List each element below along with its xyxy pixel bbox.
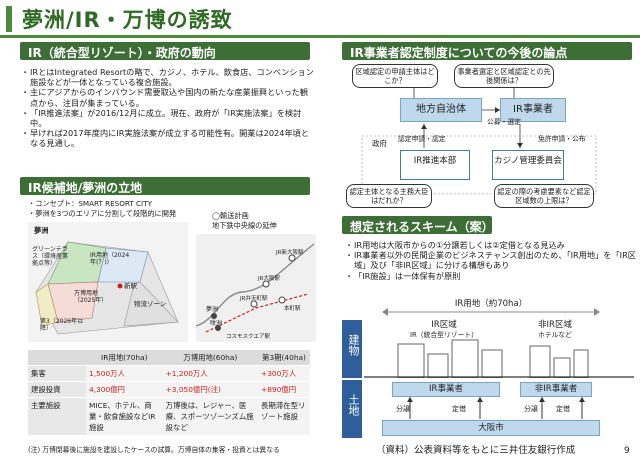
bullet-item: IRとはIntegrated Resortの略で、カジノ、ホテル、飲食店、コンベ… xyxy=(21,67,314,87)
bullet-item: IR用地は大阪市からの①分譲若しくは②定借となる見込み xyxy=(345,240,638,250)
map-label-logistics: 物流ゾーン xyxy=(134,300,167,308)
rail-map-graphic xyxy=(196,243,315,333)
table-row: 主要施設 MICE、ホテル、商業・飲食施設などIR施設 万博後は、レジャー、医療… xyxy=(28,397,310,436)
table-cell: MICE、ホテル、商業・飲食施設などIR施設 xyxy=(86,397,163,436)
transport-title: ◯輸送計画 xyxy=(212,211,249,220)
section-scheme-header: 想定されるスキーム（案） xyxy=(342,216,494,234)
yumeshima-site-map: 夢洲 グリーンテラス（環境産業拠点等） IR用地（2024年(？)） 万博用地（… xyxy=(28,222,188,342)
table-cell: 1,500万人 xyxy=(86,365,163,382)
bullet-item: IR事業者以外の民間企業のビジネスチャンス創出のため、「IR用地」を「IR区域」… xyxy=(345,250,638,270)
hotel-label: ホテルなど xyxy=(538,331,572,339)
title-accent xyxy=(6,6,12,32)
public-selection-label: 公募・選定 xyxy=(487,118,521,126)
rail-label-benten: JR弁天町駅 xyxy=(240,296,268,302)
map-label-zone3: 第3（2026年以降） xyxy=(40,318,84,332)
lease-label-1: 定借 xyxy=(452,405,466,413)
ir-headquarters-box: IR推進本部 xyxy=(400,150,470,180)
section-ir-policy-header: IR（統合型リゾート）・政府の動向 xyxy=(20,42,310,60)
table-cell: +1,200万人 xyxy=(162,365,258,382)
table-cell: +300万人 xyxy=(258,365,310,382)
transaction-arrows xyxy=(407,397,585,419)
ir-zone-label: IR区域 xyxy=(431,320,457,330)
concept-text: ・コンセプト：SMART RESORT CITY xyxy=(28,199,152,208)
question-criteria: 認定の際の考慮要素など認定区域数の上限は？ xyxy=(494,184,594,208)
bullet-item: 主にアジアからのインバウンド需要取込や国内の新たな産業振興といった観点から、注目… xyxy=(21,87,314,107)
table-row-label: 主要施設 xyxy=(28,397,86,436)
table-cell: 長期滞在型リゾート施設 xyxy=(258,397,310,436)
rail-label-shinosaka: JR新大阪駅 xyxy=(276,250,304,256)
table-cell: +890億円 xyxy=(258,381,310,398)
table-row-label: 集客 xyxy=(28,365,86,382)
section-location-header: IR候補地/夢洲の立地 xyxy=(20,177,310,195)
government-label: 政府 xyxy=(372,139,387,148)
ir-zone-sub-label: IR（統合型リゾート） xyxy=(410,331,478,339)
map-label-ir-area: IR用地（2024年(？)） xyxy=(90,252,130,266)
site-plan-table: IR用地(70ha) 万博用地(60ha) 第3期(40ha) 集客 1,500… xyxy=(28,350,310,436)
ir-operator-box: IR事業者 xyxy=(500,98,566,122)
ir-operator-scheme-box: IR事業者 xyxy=(392,382,500,397)
question-order: 事業者選定と区域認定との先後関係は？ xyxy=(454,64,554,88)
ir-policy-bullets: IRとはIntegrated Resortの略で、カジノ、ホテル、飲食店、コンベ… xyxy=(21,67,314,149)
section-certification-header: IR事業者認定制度についての今後の論点 xyxy=(342,42,632,60)
bullet-item: 早ければ2017年度内にIR実施法案が成立する可能性有。開業は2024年頃となる… xyxy=(21,128,314,148)
table-row-label: 建設投資 xyxy=(28,381,86,398)
table-header-row: IR用地(70ha) 万博用地(60ha) 第3期(40ha) xyxy=(28,350,310,366)
license-label: 免許申請・公布 xyxy=(538,135,586,143)
land-band: 土地 xyxy=(342,380,362,438)
table-note: (注) 万博閉幕後に施設を建設したケースの試算。万博自体の集客・投資とは異なる xyxy=(28,446,280,454)
casino-commission-box: カジノ管理委員会 xyxy=(492,150,564,180)
sale-label-1: 分譲 xyxy=(396,405,410,413)
table-header: 万博用地(60ha) xyxy=(162,350,258,366)
table-header: 第3期(40ha) xyxy=(258,350,310,366)
table-row: 集客 1,500万人 +1,200万人 +300万人 xyxy=(28,365,310,382)
question-applicant: 区域認定の申請主体はどこか？ xyxy=(352,64,438,88)
rail-label-osaka: JR大阪駅 xyxy=(258,276,280,282)
application-label: 認定申請・認定 xyxy=(398,135,446,143)
bullet-item: 「IR施設」は一体保有が原則 xyxy=(345,271,638,281)
ir-land-arrow xyxy=(382,308,600,316)
building-band: 建物 xyxy=(342,320,362,378)
map-label-station: 新駅 xyxy=(124,282,137,290)
map-label-green-terrace: グリーンテラス（環境産業拠点等） xyxy=(32,246,69,267)
bullet-item: 「IR推進法案」が2016/12月に成立。現在、政府が「IR実施法案」を検討中。 xyxy=(21,108,314,128)
map-label-yumeshima: 夢洲 xyxy=(34,226,49,235)
table-cell: +3,050億円(注) xyxy=(162,381,258,398)
ir-land-label: IR用地（約70ha） xyxy=(454,299,528,309)
source-note: （資料）公表資料等をもとに三井住友銀行作成 xyxy=(376,445,576,456)
plan-text: ・夢洲を3つのエリアに分割して段階的に開発 xyxy=(28,209,177,218)
scheme-bullets: IR用地は大阪市からの①分譲若しくは②定借となる見込み IR事業者以外の民間企業… xyxy=(345,240,638,281)
table-cell: 4,300億円 xyxy=(86,381,163,398)
non-ir-zone-label: 非IR区域 xyxy=(538,320,572,330)
osaka-city-box: 大阪市 xyxy=(382,420,600,436)
lease-label-2: 定借 xyxy=(556,405,570,413)
sale-label-2: 分譲 xyxy=(524,405,538,413)
table-header xyxy=(28,350,86,366)
land-label: 土地 xyxy=(347,394,360,416)
transport-desc: 地下鉄中央線の延伸 xyxy=(212,221,277,230)
table-header: IR用地(70ha) xyxy=(86,350,163,366)
building-label: 建物 xyxy=(347,334,360,356)
rail-label-yumeshima: 夢洲 xyxy=(206,306,219,313)
buildings-graphic xyxy=(364,339,634,378)
rail-label-cosmo: コスモスクエア駅 xyxy=(226,334,271,340)
osaka-rail-map: 夢洲 咲洲 コスモスクエア駅 JR大阪駅 JR新大阪駅 JR弁天町駅 本町駅 xyxy=(196,234,316,342)
page-number: 9 xyxy=(624,446,630,456)
rail-label-honmachi: 本町駅 xyxy=(284,306,301,312)
question-minister: 認定主体となる主務大臣はだれか？ xyxy=(346,184,432,208)
site-map-graphic xyxy=(35,241,179,335)
page-title: 夢洲/IR・万博の誘致 xyxy=(22,8,233,32)
non-ir-operator-box: 非IR事業者 xyxy=(520,382,592,397)
title-underline xyxy=(0,35,640,38)
map-label-expo-area: 万博用地（2025年） xyxy=(74,290,108,304)
rail-label-sakishima: 咲洲 xyxy=(210,320,223,327)
table-cell: 万博後は、レジャー、医療、スポーツゾーンズム施設など xyxy=(162,397,258,436)
local-government-box: 地方自治体 xyxy=(400,98,482,122)
table-row: 建設投資 4,300億円 +3,050億円(注) +890億円 xyxy=(28,381,310,398)
